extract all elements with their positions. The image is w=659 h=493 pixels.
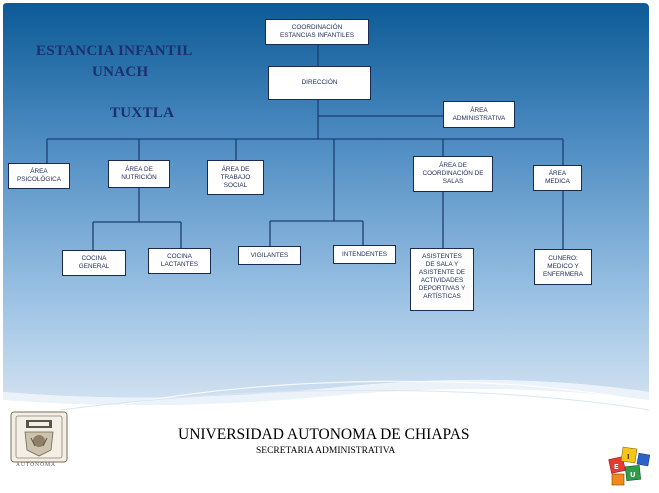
title-line-3: TUXTLA (110, 105, 175, 121)
node-intendentes: INTENDENTES (333, 245, 396, 264)
node-area-administrativa: ÁREA ADMINISTRATIVA (443, 101, 515, 128)
footer-department: SECRETARIA ADMINISTRATIVA (256, 446, 396, 456)
svg-text:U: U (630, 471, 636, 479)
title-line-2: UNACH (92, 64, 149, 80)
node-area-medica: ÁREA MEDICA (533, 165, 582, 191)
footer-university: UNIVERSIDAD AUTONOMA DE CHIAPAS (178, 426, 470, 443)
svg-text:I: I (627, 453, 630, 461)
node-vigilantes: VIGILANTES (238, 246, 301, 265)
node-area-trabajo-social: ÁREA DE TRABAJO SOCIAL (207, 160, 264, 195)
node-asistentes: ASISTENTES DE SALA Y ASISTENTE DE ACTIVI… (410, 248, 474, 311)
node-area-psicologica: ÁREA PSICOLÓGICA (8, 163, 70, 189)
node-cocina-lactantes: COCINA LACTANTES (148, 248, 211, 274)
eiu-blocks-logo-icon: E I U (608, 446, 651, 486)
node-cocina-general: COCINA GENERAL (62, 250, 126, 276)
title-line-1: ESTANCIA INFANTIL (36, 43, 193, 59)
node-area-coordinacion-salas: ÁREA DE COORDINACIÓN DE SALAS (413, 156, 493, 192)
unach-seal-logo-icon (10, 411, 68, 463)
unach-logo-label: AUTONOMA (16, 462, 56, 468)
svg-text:E: E (614, 463, 619, 471)
node-area-nutricion: ÁREA DE NUTRICIÓN (108, 160, 170, 188)
node-cunero: CUNERO: MEDICO Y ENFERMERA (534, 249, 592, 285)
node-direccion: DIRECCIÓN (268, 66, 371, 100)
node-coordinacion: COORDINACIÓN ESTANCIAS INFANTILES (265, 19, 369, 45)
